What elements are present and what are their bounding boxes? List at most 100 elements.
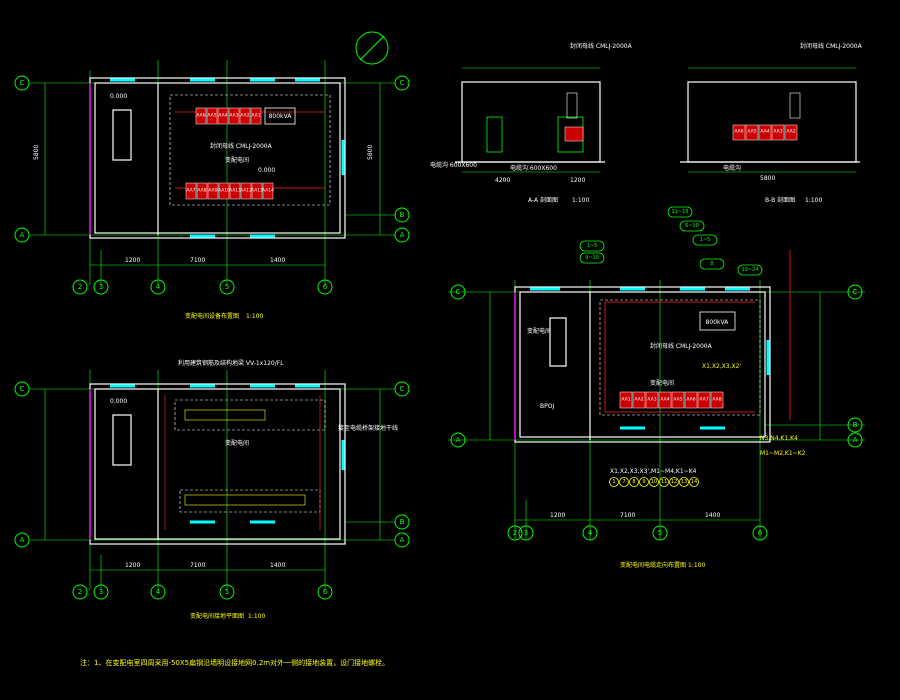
plan1-bottom-cabinet: [229, 182, 241, 200]
plan3-tag-left: [579, 252, 605, 264]
plan1-bottom-cabinet: [240, 182, 252, 200]
plan3-tag-top: [699, 258, 725, 270]
sectionB-cabinet-label: AA4: [760, 129, 769, 135]
plan2-axis-label: C: [20, 385, 25, 393]
plan2-axis-label: 6: [323, 588, 328, 596]
plan1-top-cabinet-label: AA5: [207, 113, 216, 119]
plan3-bottom-circle-label: 11: [661, 479, 667, 485]
plan3-tag-top: [667, 206, 693, 218]
sectionB-cabinet: [771, 124, 785, 141]
plan3-axis-bubble: [507, 525, 523, 541]
plan3-axis-bubble: [518, 525, 534, 541]
plan1-axis-bubble: [394, 227, 410, 243]
plan3-bottom-circle-label: 1: [612, 479, 615, 485]
plan1-axis-label: C: [20, 79, 25, 87]
plan3-cabinet: [697, 391, 711, 409]
plan3-tag-left-label: 1~5: [587, 243, 598, 249]
plan1-axis-bubble: [72, 279, 88, 295]
plan3-tag-top-label: 8: [710, 261, 713, 267]
plan3-bottom-circle: [689, 477, 699, 487]
plan3-dim-3: 1400: [705, 512, 720, 519]
plan2-axis-label: A: [400, 536, 405, 544]
plan1-bottom-cabinet-label: AA7: [186, 188, 195, 194]
plan3-axis-bubble: [847, 432, 863, 448]
plan3-cable-tags: 11~186~101~5819~241~59~10X1,X2,X3,X2'N3,…: [579, 206, 806, 457]
plan3-axis-label: C: [456, 288, 461, 296]
plan3-cabinet: [671, 391, 685, 409]
north-arrow-needle: [359, 35, 385, 61]
plan1-transformer-box: [264, 107, 296, 125]
plan2-axis-bubble: [72, 584, 88, 600]
plan3-tag-top-label: 11~18: [672, 209, 689, 215]
plan3-tag-top-label: 6~10: [685, 223, 699, 229]
plan3-room-left: 变配电间: [527, 327, 551, 335]
plan3-bottom-circle: [639, 477, 649, 487]
plan3-transformer-box: [699, 311, 736, 331]
plan2-dim-3: 1400: [270, 562, 285, 569]
plan2-title: 变配电间接地平面图: [190, 612, 244, 620]
plan3-tag-top-label: 19~24: [742, 267, 759, 273]
plan2-axis-label: A: [20, 536, 25, 544]
sectionA-title: A-A 剖面图: [528, 196, 558, 204]
plan1-axis-bubble: [150, 279, 166, 295]
plan1-bottom-cabinet: [185, 182, 197, 200]
plan3-bottom-circle-label: 14: [691, 479, 697, 485]
plan1-top-cabinet-label: AA6: [196, 113, 205, 119]
plan3-tag-right-label: M1~M2,K1~K2: [760, 450, 806, 457]
plan2-axis-bubble: [14, 532, 30, 548]
plan1-bottom-cabinet-label: AA11: [229, 188, 241, 194]
plan3-tag-right-label: N3,N4,K1,K4: [760, 435, 798, 442]
plan3-axis-bubble: [652, 525, 668, 541]
plan1-bottom-cabinet-label: AA14: [262, 188, 274, 194]
plan2-note-top: 利用建筑钢筋及结构地梁 VV-1x120/FL: [178, 359, 284, 367]
plan2-axis-bubble: [14, 381, 30, 397]
plan1-top-cabinet-label: AA4: [218, 113, 227, 119]
sectionB-cabinet: [758, 124, 772, 141]
plan2-axis-bubble: [150, 584, 166, 600]
sectionA-busbar: 封闭母线 CMLJ-2000A: [570, 42, 633, 50]
plan1-axis-label: A: [20, 231, 25, 239]
plan1-bottom-cabinet-label: AA13: [251, 188, 263, 194]
plan3-bottom-circle: [629, 477, 639, 487]
plan3-axis-label: 4: [588, 529, 593, 537]
sectionB-cabinet-label: AA2: [786, 129, 795, 135]
plan3-transformer: 800kVA: [706, 319, 730, 326]
plan2-axis-bubble: [394, 532, 410, 548]
plan2-axis-bubble: [317, 584, 333, 600]
plan3-cabinet: [710, 391, 724, 409]
plan1-bottom-cabinet-label: AA9: [208, 188, 217, 194]
plan3-bottom-circle-label: 13: [681, 479, 687, 485]
plan2-dim-1: 1200: [125, 562, 140, 569]
plan3-cabinet-label: AA5: [673, 397, 682, 403]
plan3-axis-label: 5: [658, 529, 662, 537]
plan3-bottom-circle: [679, 477, 689, 487]
plan1-axis-label: 4: [156, 283, 161, 291]
plan3-dim-1: 1200: [550, 512, 565, 519]
plan1-scale: 1:100: [246, 313, 263, 320]
plan3-axis-bubble: [582, 525, 598, 541]
plan1-axis-bubble: [219, 279, 235, 295]
sectionB-title: B-B 剖面图: [765, 196, 795, 204]
plan1-bottom-cabinet-label: AA8: [197, 188, 206, 194]
sectionB-scale: 1:100: [805, 197, 822, 204]
plan3-bottom-circle: [619, 477, 629, 487]
plan2-axis-label: 3: [99, 588, 103, 596]
plan3-tag-right-label: X1,X2,X3,X2': [702, 363, 741, 370]
plan1-axis-label: C: [400, 79, 405, 87]
plan1-bottom-cabinet: [251, 182, 263, 200]
plan1-top-cabinet: [195, 107, 207, 125]
plan3-axis-bubble: [847, 284, 863, 300]
plan3-tag-top: [692, 234, 718, 246]
plan1-top-cabinet: [250, 107, 262, 125]
footnote: 注：1、在变配电室四周采用-50X5扁钢沿墙明设接地网0.2m对外一侧的接地装置…: [80, 658, 389, 667]
sectionB-cabinet: [784, 124, 798, 141]
plan3-cabinet-label: AA6: [686, 397, 695, 403]
plan3-axis-label: A: [456, 436, 461, 444]
plan3-level: BPOJ: [540, 403, 554, 410]
plan3-cabinet-label: AA8: [712, 397, 721, 403]
